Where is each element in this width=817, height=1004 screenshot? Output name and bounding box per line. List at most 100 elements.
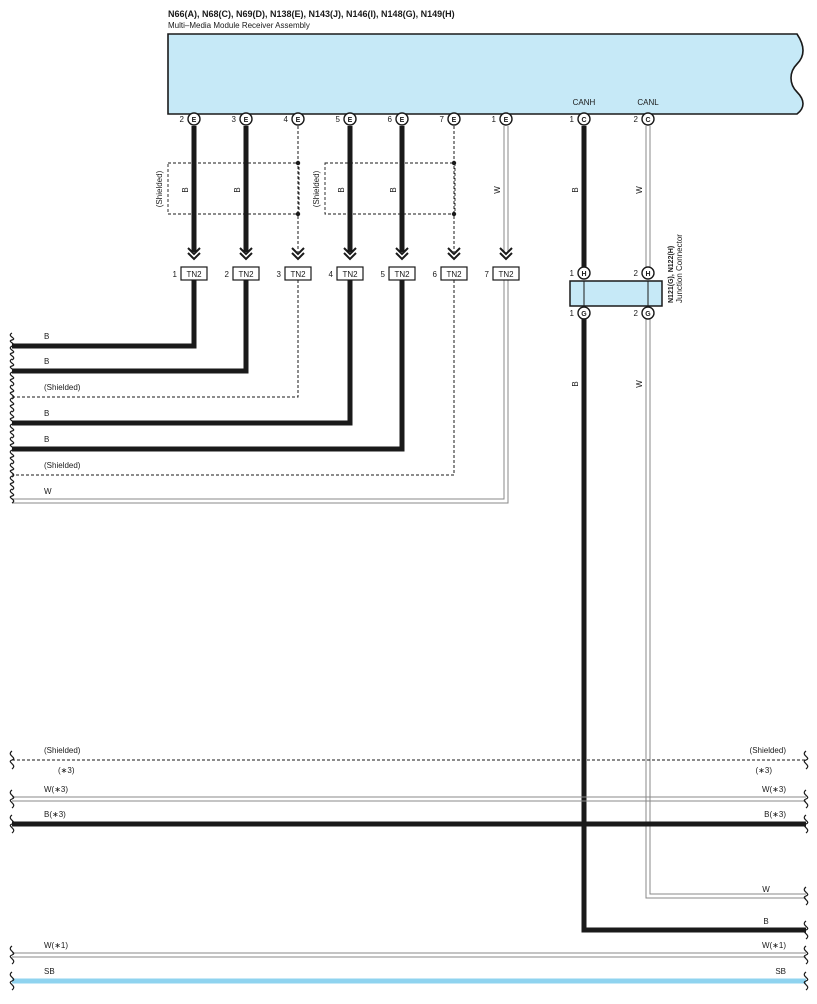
module-pin-connector-2: E	[296, 117, 301, 124]
bus-wire-label-right-1: W(∗3)	[762, 785, 786, 794]
module-pin-connector-0: E	[192, 117, 197, 124]
module-pin-circle-2	[291, 112, 305, 126]
break-left-bus-0	[9, 750, 15, 770]
shield-dot-1	[295, 211, 301, 217]
bus-wire-label-left-4: SB	[44, 967, 55, 976]
break-left-366	[9, 358, 15, 374]
module-pin-number-6: 1	[492, 115, 497, 124]
module-pin-circle-1	[239, 112, 253, 126]
module-pin-number-0: 2	[180, 115, 185, 124]
left-wire-label-5: (Shielded)	[44, 461, 81, 470]
tn2-connector-box-6	[492, 266, 520, 281]
junction-pin-number-top_pins-0: 1	[570, 269, 575, 278]
module-title: N66(A), N68(C), N69(D), N138(E), N143(J)…	[168, 9, 455, 19]
tn2-connector-box-1	[232, 266, 260, 281]
tn2-connector-label-2: TN2	[290, 270, 306, 279]
junction-pin-number-bottom_pins-1: 2	[634, 309, 639, 318]
junction-pin-circle-top_pins-0	[577, 266, 591, 280]
module-pin-circle-8	[641, 112, 655, 126]
tn2-pin-number-5: 6	[433, 270, 438, 279]
junction-name: Junction Connector	[675, 234, 684, 303]
junction-pin-connector-top_pins-1: H	[645, 271, 650, 278]
tn2-pin-number-2: 3	[277, 270, 282, 279]
connector-chevron-3	[343, 247, 357, 261]
left-wire-label-0: B	[44, 332, 49, 341]
bus-wire-label-left-0: (Shielded)	[44, 746, 81, 755]
break-left-379	[9, 371, 15, 387]
break-left-405	[9, 397, 15, 413]
module-pin-signal-7: CANH	[573, 98, 596, 107]
wire-left-5	[12, 280, 455, 476]
shield-dot-0	[295, 160, 301, 166]
connector-chevron-1	[239, 247, 253, 261]
module-pin-signal-8: CANL	[637, 98, 659, 107]
bus-wire-note-right-0: (∗3)	[756, 766, 773, 775]
junction-pin-circle-bottom_pins-0	[577, 306, 591, 320]
module-pin-number-4: 6	[388, 115, 393, 124]
wire-color-label-4: B	[389, 187, 398, 192]
break-left-bus-3	[9, 945, 15, 965]
wire-canl-lower-b	[649, 318, 806, 895]
wire-color-label-6: W	[493, 186, 502, 194]
tn2-connector-label-1: TN2	[238, 270, 254, 279]
tn2-connector-label-5: TN2	[446, 270, 462, 279]
bus-wire-note-left-0: (∗3)	[58, 766, 75, 775]
connector-chevron-6	[499, 247, 513, 261]
tn2-pin-number-4: 5	[381, 270, 386, 279]
wire-left-2	[12, 280, 299, 398]
shield-dot-2	[451, 160, 457, 166]
break-left-483	[9, 475, 15, 491]
bus-wire-label-right-3: W(∗1)	[762, 941, 786, 950]
break-left-bus-1	[9, 789, 15, 809]
connector-chevron-5	[447, 247, 461, 261]
left-wire-label-6: W	[44, 487, 52, 496]
shield-dot-3	[451, 211, 457, 217]
bus-wire-label-left-1: W(∗3)	[44, 785, 68, 794]
module-pin-number-7: 1	[570, 115, 575, 124]
wire-left-6-b	[12, 280, 509, 504]
shield-box-2	[324, 162, 456, 215]
module-pin-connector-3: E	[348, 117, 353, 124]
junction-pin-connector-bottom_pins-1: G	[645, 311, 651, 318]
wire-left-0	[12, 280, 197, 349]
wire-color-label-1: B	[233, 187, 242, 192]
module-pin-circle-5	[447, 112, 461, 126]
left-wire-label-2: (Shielded)	[44, 383, 81, 392]
junction-title: N121(G), N122(H)	[668, 246, 675, 303]
bus-wire-label-left-3: W(∗1)	[44, 941, 68, 950]
tn2-connector-label-3: TN2	[342, 270, 358, 279]
wire-canl-lower-a	[645, 318, 806, 899]
break-right-bus-0	[803, 750, 809, 770]
break-right-bus-2	[803, 814, 809, 834]
break-right-exit-w	[803, 886, 809, 906]
module-pin-connector-1: E	[244, 117, 249, 124]
break-left-444	[9, 436, 15, 452]
module-pin-connector-6: E	[504, 117, 509, 124]
tn2-pin-number-0: 1	[173, 270, 178, 279]
break-left-392	[9, 384, 15, 400]
tn2-connector-label-4: TN2	[394, 270, 410, 279]
module-pin-connector-8: C	[645, 117, 650, 124]
connector-chevron-2	[291, 247, 305, 261]
bus-wire-label-right-0: (Shielded)	[750, 746, 787, 755]
module-pin-number-2: 4	[284, 115, 289, 124]
module-pin-number-3: 5	[336, 115, 341, 124]
module-pin-circle-4	[395, 112, 409, 126]
shield-label-1: (Shielded)	[155, 170, 164, 207]
junction-pin-circle-bottom_pins-1	[641, 306, 655, 320]
junction-pin-connector-top_pins-0: H	[581, 271, 586, 278]
left-wire-label-3: B	[44, 409, 49, 418]
break-left-496	[9, 488, 15, 504]
tn2-connector-box-5	[440, 266, 468, 281]
break-right-bus-3	[803, 945, 809, 965]
tn2-connector-label-6: TN2	[498, 270, 514, 279]
connector-chevron-4	[395, 247, 409, 261]
break-right-bus-4	[803, 971, 809, 991]
module-pin-number-1: 3	[232, 115, 237, 124]
break-right-exit-b	[803, 920, 809, 940]
tn2-connector-label-0: TN2	[186, 270, 202, 279]
module-box	[167, 33, 804, 115]
wire-canh-lower	[581, 318, 806, 933]
